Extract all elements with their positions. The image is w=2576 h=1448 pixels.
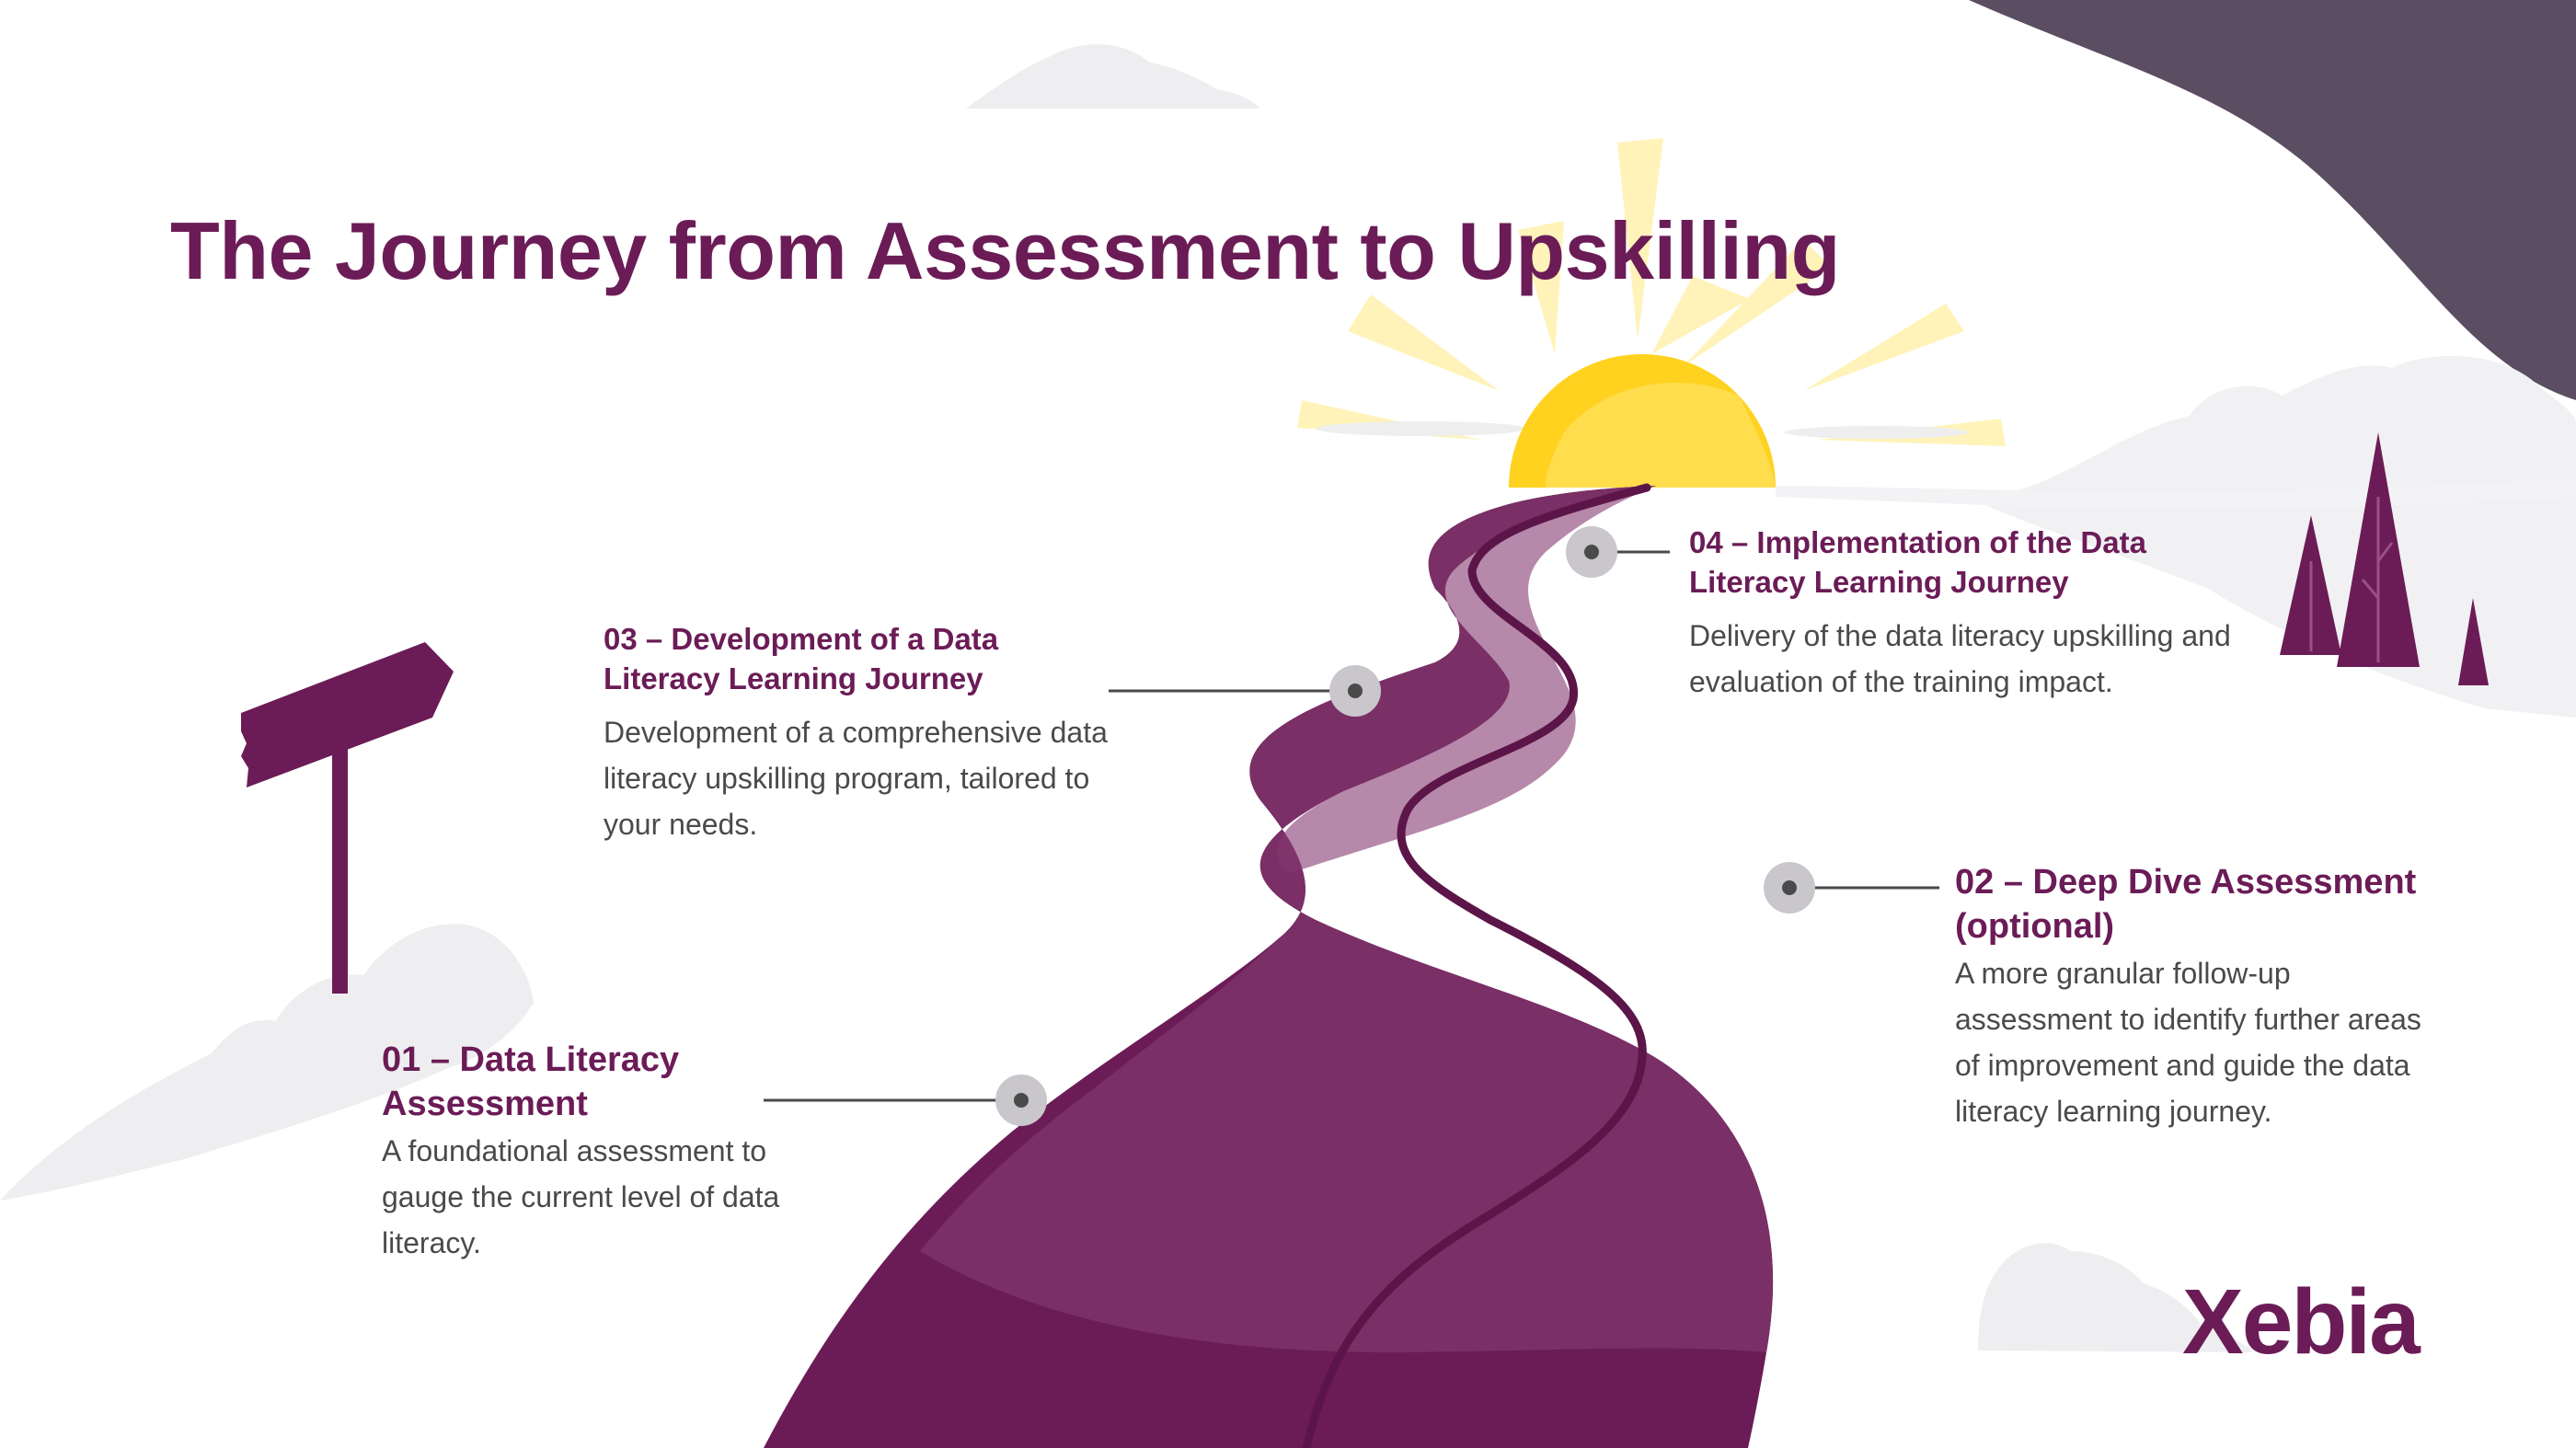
tree-branches	[2309, 497, 2394, 662]
step-04: 04 – Implementation of the Data Literacy…	[1689, 523, 2241, 705]
connector-step-04	[1566, 526, 1670, 578]
connector-step-02	[1764, 862, 1939, 914]
step-03: 03 – Development of a Data Literacy Lear…	[604, 619, 1119, 847]
step-01: 01 – Data Literacy Assessment A foundati…	[382, 1038, 842, 1266]
horizon-haze	[1316, 421, 1969, 439]
signpost-icon	[241, 642, 454, 994]
step-title: 01 – Data Literacy Assessment	[382, 1040, 680, 1123]
step-description: A more granular follow-up assessment to …	[1955, 957, 2421, 1128]
step-description: Delivery of the data literacy upskilling…	[1689, 619, 2231, 698]
xebia-logo: Xebia	[2182, 1270, 2421, 1373]
sun-highlight	[1546, 382, 1776, 488]
page-title: The Journey from Assessment to Upskillin…	[170, 205, 1840, 296]
road-upper-highlight	[1277, 486, 1656, 874]
step-description: Development of a comprehensive data lite…	[604, 716, 1108, 841]
connector-step-01	[764, 1075, 1047, 1126]
step-title: 02 – Deep Dive Assessment (optional)	[1955, 863, 2417, 946]
step-title: 04 – Implementation of the Data Literacy…	[1689, 525, 2146, 599]
road-center-line	[1302, 483, 1651, 1448]
step-02: 02 – Deep Dive Assessment (optional) A m…	[1955, 860, 2452, 1134]
cloud-icon	[966, 44, 1260, 109]
corner-shape	[1969, 0, 2576, 400]
cloud-icon	[0, 924, 534, 1201]
cloud-icon	[1978, 1243, 2254, 1352]
connector-step-03	[1109, 665, 1381, 717]
road-light	[920, 486, 1774, 1352]
cloud-icon	[1978, 355, 2576, 718]
step-description: A foundational assessment to gauge the c…	[382, 1134, 780, 1259]
step-title: 03 – Development of a Data Literacy Lear…	[604, 622, 999, 695]
